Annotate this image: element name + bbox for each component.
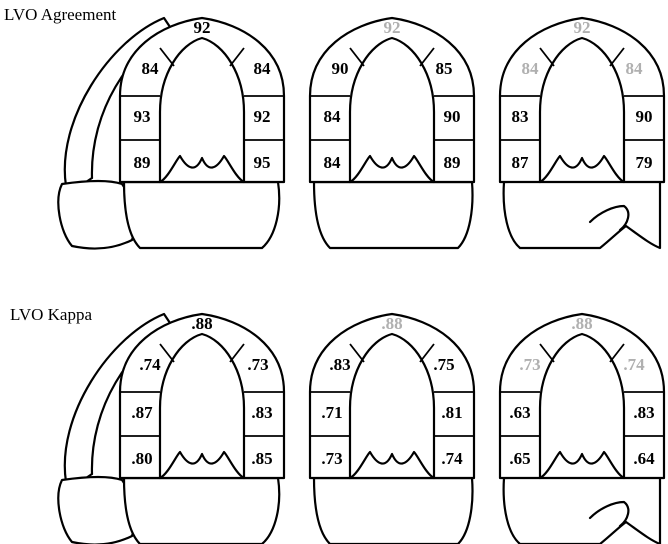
apical-left-value: .65 [509, 449, 530, 468]
apex-value: .88 [191, 314, 212, 333]
diagram-kappa-view-1: .88 .74 .73 .87 .83 .80 .85 [58, 314, 284, 544]
apical-right-value: .64 [633, 449, 655, 468]
apical-right-value: 79 [636, 153, 653, 172]
mid-right-value: .83 [251, 403, 272, 422]
apex-value: 92 [574, 18, 591, 37]
basal-left-value: .83 [329, 355, 350, 374]
apex-value: 92 [194, 18, 211, 37]
mid-right-value: 90 [444, 107, 461, 126]
apical-left-value: 84 [324, 153, 342, 172]
basal-right-value: .75 [433, 355, 454, 374]
apical-right-value: 89 [444, 153, 461, 172]
basal-left-value: 84 [142, 59, 160, 78]
basal-right-value: 84 [254, 59, 272, 78]
mid-right-value: 92 [254, 107, 271, 126]
diagram-agreement-view-2: 92 90 85 84 90 84 89 [310, 18, 474, 248]
mid-left-value: .71 [321, 403, 342, 422]
basal-right-value: .74 [623, 355, 645, 374]
mid-left-value: 84 [324, 107, 342, 126]
base-center [124, 478, 279, 544]
base-center [314, 478, 472, 544]
diagram-kappa-view-2: .88 .83 .75 .71 .81 .73 .74 [310, 314, 474, 544]
basal-right-value: 85 [436, 59, 453, 78]
apical-right-value: .74 [441, 449, 463, 468]
diagram-agreement-view-3: 92 84 84 83 90 87 79 [500, 18, 664, 248]
basal-right-value: .73 [247, 355, 268, 374]
basal-right-value: 84 [626, 59, 644, 78]
base-right [504, 180, 660, 248]
apex-value: .88 [381, 314, 402, 333]
apical-left-value: 87 [512, 153, 530, 172]
basal-left-value: .74 [139, 355, 161, 374]
panel-title-kappa: LVO Kappa [10, 305, 92, 324]
apical-left-value: .80 [131, 449, 152, 468]
base-center [314, 182, 472, 248]
diagram-agreement-view-1: 92 84 84 93 92 89 95 [58, 18, 284, 249]
mid-right-value: .81 [441, 403, 462, 422]
panel-title-agreement: LVO Agreement [4, 5, 116, 24]
apical-right-value: 95 [254, 153, 271, 172]
basal-left-value: 90 [332, 59, 349, 78]
base-center [124, 182, 279, 248]
basal-left-value: .73 [519, 355, 540, 374]
base-right [504, 476, 660, 544]
diagram-kappa-view-3: .88 .73 .74 .63 .83 .65 .64 [500, 314, 664, 544]
mid-left-value: 93 [134, 107, 151, 126]
mid-left-value: .63 [509, 403, 530, 422]
apical-right-value: .85 [251, 449, 272, 468]
apical-left-value: 89 [134, 153, 151, 172]
mid-right-value: .83 [633, 403, 654, 422]
apex-value: .88 [571, 314, 592, 333]
mid-left-value: .87 [131, 403, 153, 422]
mid-left-value: 83 [512, 107, 529, 126]
basal-left-value: 84 [522, 59, 540, 78]
apical-left-value: .73 [321, 449, 342, 468]
apex-value: 92 [384, 18, 401, 37]
mid-right-value: 90 [636, 107, 653, 126]
